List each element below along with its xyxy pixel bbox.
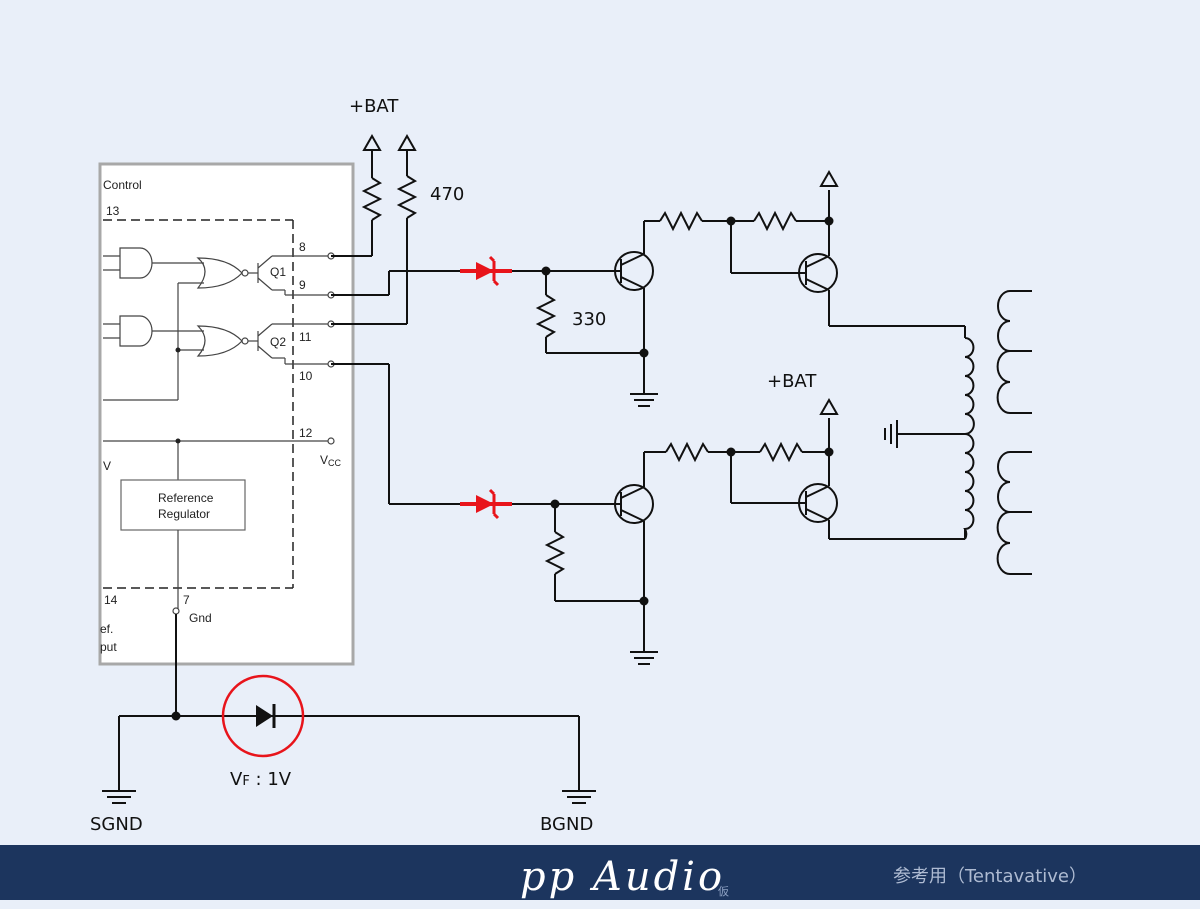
resistor-lower-330 (544, 531, 566, 575)
junction-dots (171, 216, 834, 721)
base-resistor-lower (665, 441, 709, 463)
bias-resistor-lower (759, 441, 803, 463)
vf-label: VF : 1V (230, 769, 292, 790)
pin-10-label: 10 (299, 369, 313, 383)
bgnd-label: BGND (540, 814, 593, 835)
q2-label: Q2 (270, 335, 286, 349)
ef-label: ef. (100, 622, 113, 636)
bat-arrow-left (362, 133, 382, 151)
driver-transistor-upper (614, 251, 654, 291)
reference-label: Reference (158, 491, 214, 505)
resistor-470 (396, 175, 418, 219)
pullup-resistor-left (361, 177, 383, 221)
ic-control-label: Control (103, 178, 142, 192)
pin-7-label: 7 (183, 593, 190, 607)
pin-12-label: 12 (299, 426, 313, 440)
gnd-pin-label: Gnd (189, 611, 212, 625)
vcc-label: VCC (320, 453, 342, 468)
driver-transistor-lower (614, 484, 654, 524)
footer-bar: pp Audio 仮 参考用（Tentavative） (0, 845, 1200, 900)
q1-label: Q1 (270, 265, 286, 279)
tentative-note: 参考用（Tentavative） (893, 866, 1087, 887)
resistor-470-label: 470 (430, 184, 464, 205)
highlight-circle (221, 674, 305, 758)
bat-arrow-right (397, 133, 417, 151)
pin-8-label: 8 (299, 240, 306, 254)
power-transistor-lower (798, 483, 838, 523)
bat-label-mid: +BAT (767, 371, 817, 392)
vcc-arrow-upper (819, 169, 839, 187)
brand-logo: pp Audio (520, 854, 726, 900)
resistor-330 (535, 294, 557, 338)
and-gate-2 (119, 315, 153, 347)
resistor-330-label: 330 (572, 309, 606, 330)
pin-9-label: 9 (299, 278, 306, 292)
and-gate-1 (119, 247, 153, 279)
nor-gate-2 (196, 325, 243, 357)
base-resistor-upper (659, 210, 703, 232)
ic-block: Control 13 8 Q1 9 11 Q2 10 12 VCC V Refe… (98, 162, 355, 666)
sgnd-label: SGND (90, 814, 143, 835)
regulator-label: Regulator (158, 507, 210, 521)
put-label: put (100, 640, 117, 654)
bias-resistor-upper (753, 210, 797, 232)
pin-14-label: 14 (104, 593, 118, 607)
nor-gate-1 (196, 257, 243, 289)
zener-diode-upper (460, 255, 512, 287)
bat-label-top: +BAT (349, 96, 399, 117)
transformer-secondary-upper (996, 290, 1032, 414)
vcc-arrow-lower (819, 397, 839, 415)
brand-tentative-mark: 仮 (718, 885, 729, 898)
circuit-schematic: Control 13 8 Q1 9 11 Q2 10 12 VCC V Refe… (90, 96, 1032, 835)
pin-11-label: 11 (299, 330, 312, 344)
power-transistor-upper (798, 253, 838, 293)
reference-regulator-box (120, 479, 246, 531)
pin-13-label: 13 (106, 204, 120, 218)
wiring (102, 133, 1032, 804)
zener-diode-lower (460, 488, 512, 520)
v-left-label: V (103, 459, 111, 473)
transformer-secondary-lower (996, 451, 1032, 575)
transformer-primary (963, 337, 975, 540)
ground-diode (248, 704, 282, 728)
